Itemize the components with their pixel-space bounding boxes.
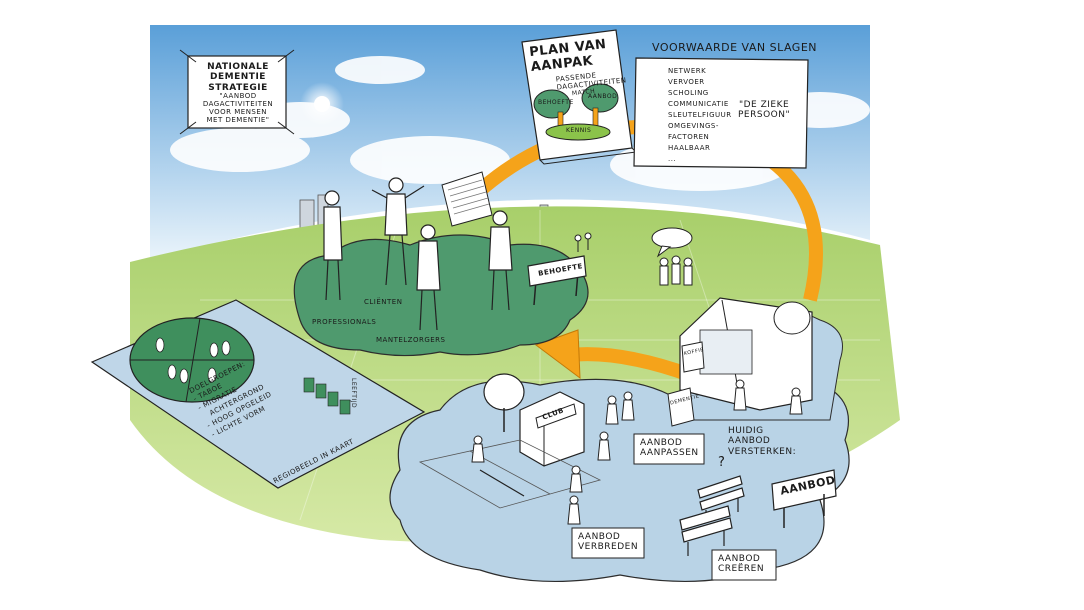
professionals-label: Professionals — [312, 318, 376, 326]
strategy-title: Nationale Dementie Strategie — [196, 62, 280, 93]
age-label: Leeftijd — [349, 378, 356, 408]
plan-tree-right-label: Aanbod — [588, 94, 617, 101]
broaden-offer-label: Aanbod verbreden — [578, 532, 638, 553]
condition-item: Haalbaar — [668, 143, 732, 154]
strengthen-line: aanbod — [728, 436, 796, 446]
conditions-list: Netwerk Vervoer Scholing Communicatie Sl… — [668, 66, 732, 165]
condition-item: Omgevings- — [668, 121, 732, 132]
sun-icon — [300, 82, 344, 126]
condition-item: factoren — [668, 132, 732, 143]
broaden-line: verbreden — [578, 542, 638, 552]
strategy-quote-line: met dementie" — [196, 116, 280, 124]
person-quote-line: "De zieke — [738, 100, 790, 110]
strategy-title-line: Nationale — [196, 62, 280, 72]
create-line: Aanbod — [718, 554, 764, 564]
create-line: creëren — [718, 564, 764, 574]
clients-label: Cliënten — [364, 298, 402, 306]
strengthen-offer-label: Huidig aanbod versterken: — [728, 426, 796, 457]
person-quote-line: persoon" — [738, 110, 790, 120]
condition-item: Scholing — [668, 88, 732, 99]
create-offer-label: Aanbod creëren — [718, 554, 764, 575]
condition-item: Communicatie — [668, 99, 732, 110]
strategy-quote-line: voor mensen — [196, 108, 280, 116]
adjust-line: Aanbod — [640, 438, 699, 448]
strategy-quote-line: dagactiviteiten — [196, 100, 280, 108]
strengthen-line: versterken: — [728, 447, 796, 457]
plan-ground-label: Kennis — [566, 128, 591, 135]
adjust-line: aanpassen — [640, 448, 699, 458]
condition-item: Vervoer — [668, 77, 732, 88]
caregivers-label: Mantelzorgers — [376, 336, 446, 344]
strategy-title-line: Dementie — [196, 72, 280, 82]
strengthen-line: Huidig — [728, 426, 796, 436]
conditions-heading: Voorwaarde van slagen — [652, 42, 817, 55]
condition-item: Netwerk — [668, 66, 732, 77]
strategy-quote-line: "Aanbod — [196, 92, 280, 100]
plan-tree-left-label: Behoefte — [538, 100, 574, 107]
person-quote: "De zieke persoon" — [738, 100, 790, 121]
strategy-quote: "Aanbod dagactiviteiten voor mensen met … — [196, 92, 280, 124]
question-mark: ? — [718, 456, 725, 471]
adjust-offer-label: Aanbod aanpassen — [640, 438, 699, 459]
condition-item: Sleutelfiguur — [668, 110, 732, 121]
broaden-line: Aanbod — [578, 532, 638, 542]
condition-item: ... — [668, 154, 732, 165]
